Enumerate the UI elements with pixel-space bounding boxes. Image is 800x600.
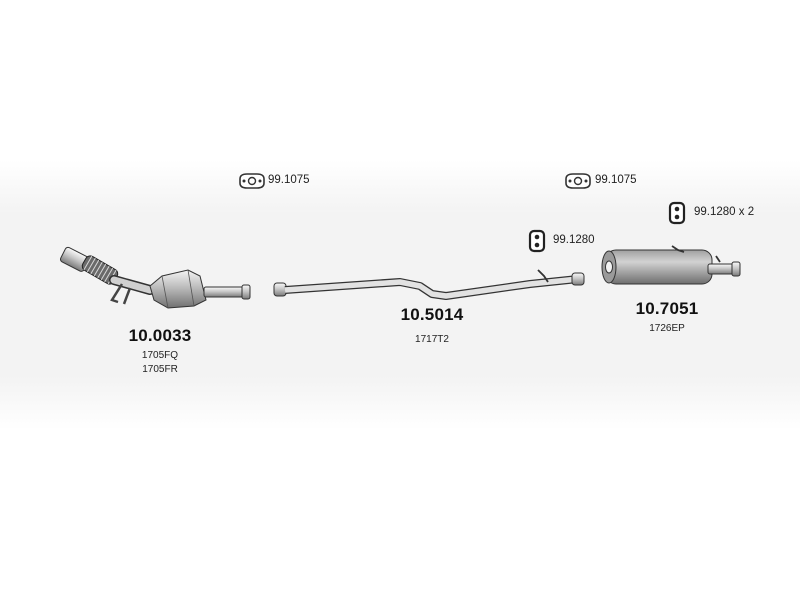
middle-pipe-part (273, 269, 585, 300)
reference-code: 1717T2 (415, 334, 449, 345)
catalytic-converter-part (59, 246, 251, 309)
background-band (0, 160, 800, 430)
gasket-icon (565, 173, 591, 189)
rubber-hanger-icon (668, 201, 686, 225)
part-number: 10.7051 (635, 299, 699, 318)
rear-silencer-part (601, 245, 741, 285)
hanger-label: 99.1280 (553, 234, 595, 246)
part-number: 10.5014 (400, 305, 464, 324)
reference-code: 1726EP (649, 323, 685, 334)
hanger-label: 99.1280 x 2 (694, 206, 755, 218)
part-number: 10.0033 (128, 326, 192, 345)
reference-code: 1705FQ (141, 350, 179, 361)
gasket-label: 99.1075 (268, 174, 310, 186)
reference-code: 1705FR (142, 364, 178, 375)
rubber-hanger-icon (528, 229, 546, 253)
gasket-icon (239, 173, 265, 189)
gasket-label: 99.1075 (595, 174, 637, 186)
